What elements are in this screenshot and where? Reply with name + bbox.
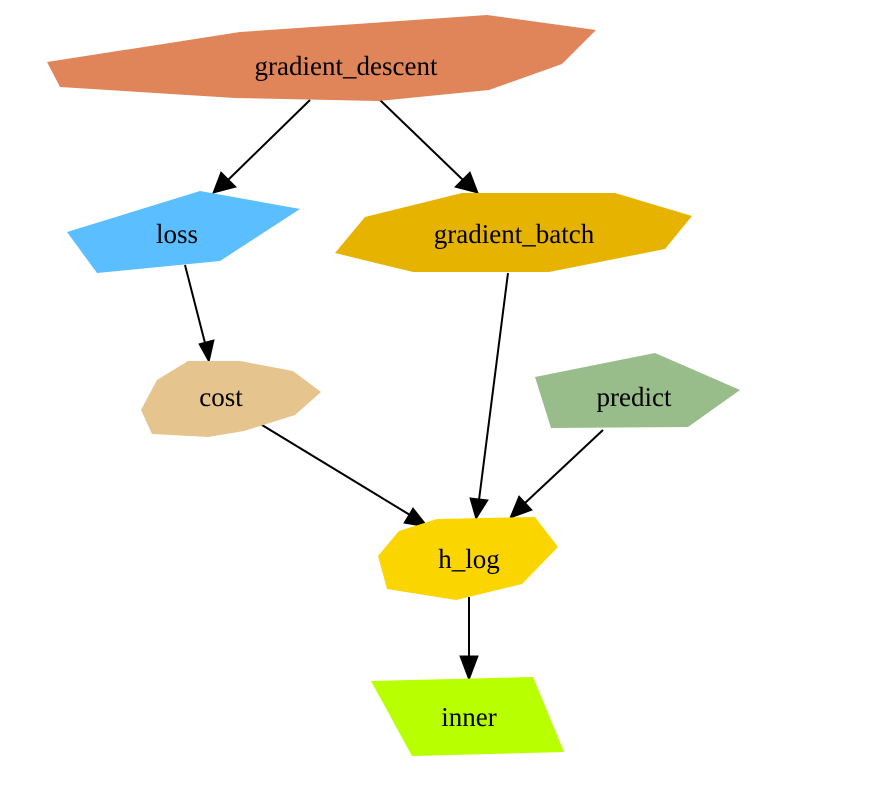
node-loss[interactable]: loss bbox=[67, 191, 300, 273]
edges bbox=[184, 99, 604, 682]
node-h-log[interactable]: h_log bbox=[378, 517, 558, 600]
node-cost[interactable]: cost bbox=[141, 361, 321, 437]
edge-loss-to-cost bbox=[184, 264, 215, 364]
node-shape-inner bbox=[371, 677, 564, 756]
edge-gradient-batch-to-h-log bbox=[469, 272, 509, 521]
node-predict[interactable]: predict bbox=[535, 353, 740, 428]
edge-gradient-descent-to-loss bbox=[212, 99, 311, 194]
node-gradient-descent[interactable]: gradient_descent bbox=[47, 15, 596, 101]
edge-cost-to-h-log bbox=[261, 424, 430, 528]
node-label-h-log: h_log bbox=[438, 544, 500, 574]
node-label-gradient-batch: gradient_batch bbox=[434, 219, 595, 249]
edge-h-log-to-inner bbox=[459, 597, 479, 682]
node-shape-gradient-batch bbox=[335, 193, 692, 272]
node-shape-gradient-descent bbox=[47, 15, 596, 101]
node-gradient-batch[interactable]: gradient_batch bbox=[335, 193, 692, 272]
node-label-predict: predict bbox=[597, 382, 672, 412]
node-shape-predict bbox=[535, 353, 740, 428]
edge-gradient-descent-to-gradient-batch bbox=[379, 99, 479, 194]
node-label-cost: cost bbox=[199, 382, 243, 412]
node-inner[interactable]: inner bbox=[371, 677, 564, 756]
node-label-inner: inner bbox=[441, 702, 496, 732]
node-shape-loss bbox=[67, 191, 300, 273]
edge-predict-to-h-log bbox=[509, 429, 604, 519]
node-label-gradient-descent: gradient_descent bbox=[255, 51, 438, 81]
node-shape-h-log bbox=[378, 517, 558, 600]
node-shape-cost bbox=[141, 361, 321, 437]
node-label-loss: loss bbox=[156, 219, 198, 249]
